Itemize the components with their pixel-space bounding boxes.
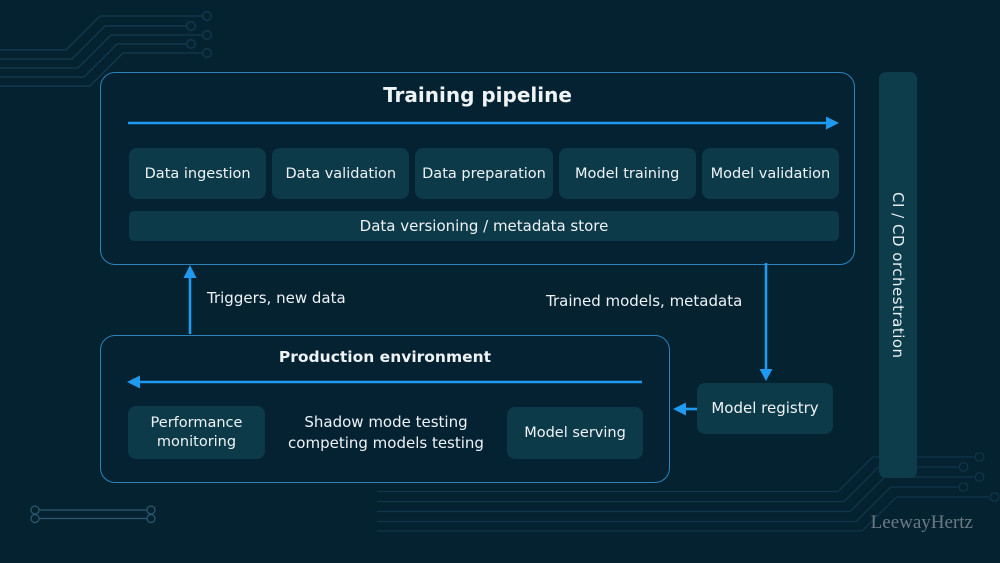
circuit-bottom-right [377,452,1000,532]
stage-data-preparation: Data preparation [415,148,553,199]
shadow-line-2: competing models testing [288,434,484,452]
cicd-orchestration-label: CI / CD orchestration [889,191,907,359]
performance-monitoring-box: Performance monitoring [128,406,265,459]
stage-model-training: Model training [558,148,696,199]
flow-label-triggers: Triggers, new data [207,289,346,307]
stage-data-validation: Data validation [272,148,410,199]
production-environment-title: Production environment [278,348,492,366]
data-versioning-metadata-store: Data versioning / metadata store [129,211,839,241]
cicd-orchestration-bar: CI / CD orchestration [879,72,917,478]
circuit-bottom-left [30,505,156,524]
model-registry-box: Model registry [697,383,833,434]
model-serving-box: Model serving [507,407,643,459]
shadow-mode-testing-label: Shadow mode testing competing models tes… [271,408,501,458]
training-stage-row: Data ingestion Data validation Data prep… [129,148,840,199]
leewayhertz-wordmark: LeewayHertz [870,512,973,533]
training-pipeline-title: Training pipeline [383,83,572,107]
production-environment-panel: Production environment Performance monit… [100,335,670,483]
stage-model-validation: Model validation [701,148,840,199]
flow-label-trained-models: Trained models, metadata [546,292,743,310]
stage-data-ingestion: Data ingestion [129,148,267,199]
circuit-top-left [0,11,212,87]
shadow-line-1: Shadow mode testing [304,413,468,431]
training-pipeline-panel: Training pipeline Data ingestion Data va… [100,72,855,265]
